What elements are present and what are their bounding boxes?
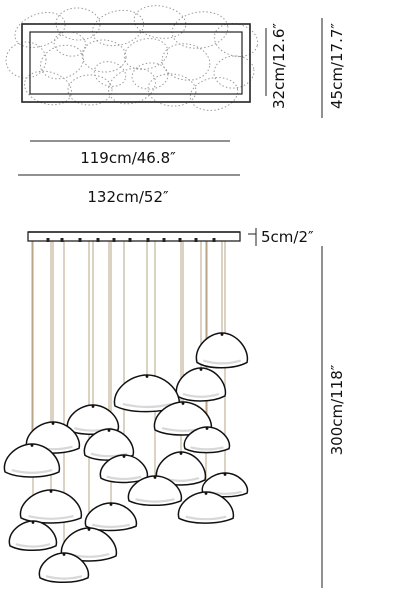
dotted-shade-outline [67, 74, 113, 106]
canopy-socket [212, 238, 216, 242]
canopy-height-label: 5cm/2″ [261, 228, 314, 246]
canopy-socket [46, 238, 50, 242]
dotted-shade-outline [24, 70, 72, 106]
inner-width-label: 119cm/46.8″ [80, 149, 176, 167]
dotted-shade-outline [171, 11, 229, 49]
dotted-shade-outline [161, 43, 211, 81]
dotted-shade-outline [147, 73, 197, 107]
pendant-shade [113, 374, 181, 413]
outer-width-label: 132cm/52″ [87, 188, 169, 206]
pendant-shade [177, 491, 235, 524]
pendant-shade [127, 475, 183, 507]
side-view [3, 231, 249, 584]
canopy-socket [112, 238, 116, 242]
dotted-shade-outline [93, 61, 127, 87]
dotted-shade-outline [14, 12, 66, 48]
canopy-socket [96, 238, 100, 242]
dotted-shade-outline [213, 23, 259, 57]
pendant-shade [38, 552, 90, 584]
dotted-shade-outline [55, 7, 101, 41]
drop-height-label: 300cm/118″ [328, 364, 346, 455]
pendant-shade [155, 451, 207, 486]
canopy-socket [146, 238, 150, 242]
pendant-shade [84, 502, 138, 532]
canopy-socket [162, 238, 166, 242]
pendant-shade [175, 367, 227, 402]
depth-dimensions: 32cm/12.6″ 45cm/17.7″ [265, 18, 346, 118]
inner-depth-label: 32cm/12.6″ [270, 23, 288, 109]
height-dimensions: 5cm/2″ 300cm/118″ [248, 228, 346, 588]
pendant-shade [19, 489, 83, 524]
dotted-shade-outline [81, 39, 127, 73]
dotted-shade-outline [40, 44, 84, 80]
pendant-shades [3, 332, 249, 584]
canopy-socket [178, 238, 182, 242]
inner-canopy-outline [29, 31, 243, 95]
dotted-shade-outline [53, 31, 87, 57]
canopy-socket [194, 238, 198, 242]
canopy-socket [60, 238, 64, 242]
pendant-shade [60, 527, 118, 562]
dotted-shade-outline [123, 38, 169, 70]
dotted-shade-outline [189, 77, 239, 111]
outer-canopy-outline [21, 23, 251, 103]
top-view-shade-outlines [5, 5, 259, 111]
pendant-shade [183, 426, 231, 454]
pendant-shade [3, 443, 61, 478]
pendant-shade [195, 332, 249, 369]
ceiling-canopy [27, 231, 241, 242]
dotted-shade-outline [91, 9, 145, 47]
width-dimensions: 119cm/46.8″ 132cm/52″ [18, 140, 240, 206]
dotted-shade-outline [131, 62, 169, 90]
outer-depth-label: 45cm/17.7″ [328, 23, 346, 109]
top-view [5, 5, 259, 111]
dotted-shade-outline [213, 55, 255, 89]
canopy-socket [128, 238, 132, 242]
pendant-shade [8, 520, 58, 552]
dotted-shade-outline [133, 5, 187, 39]
pendant-shade [99, 454, 149, 484]
canopy-socket [78, 238, 82, 242]
